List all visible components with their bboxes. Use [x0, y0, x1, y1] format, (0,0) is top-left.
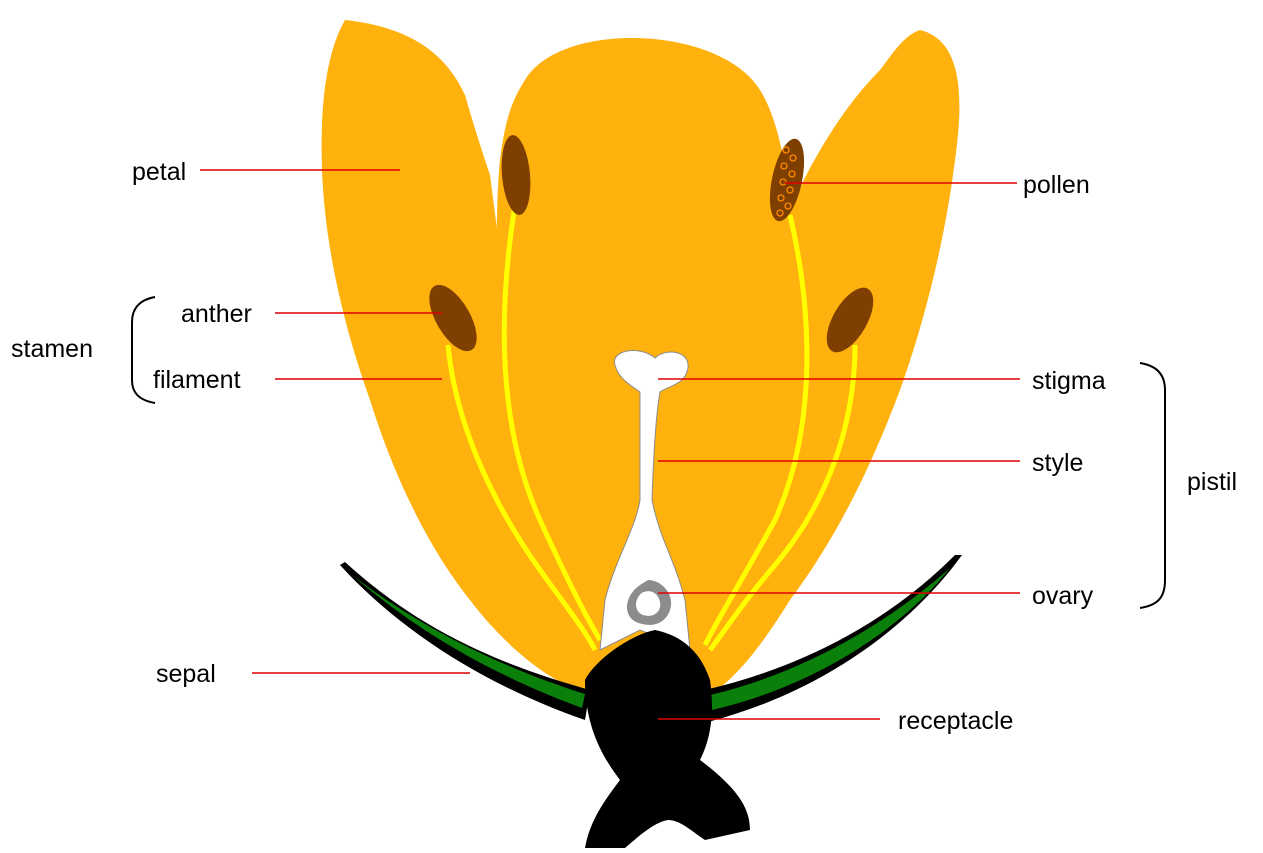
stamen-bracket: [132, 297, 155, 403]
label-sepal: sepal: [156, 660, 216, 688]
pistil-bracket: [1140, 363, 1165, 608]
label-pollen: pollen: [1023, 171, 1090, 199]
label-style: style: [1032, 449, 1083, 477]
label-receptacle: receptacle: [898, 707, 1013, 735]
label-filament: filament: [153, 366, 241, 394]
label-stigma: stigma: [1032, 367, 1106, 395]
label-stamen: stamen: [11, 335, 93, 363]
label-petal: petal: [132, 158, 186, 186]
label-pistil: pistil: [1187, 468, 1237, 496]
label-anther: anther: [181, 300, 252, 328]
label-ovary: ovary: [1032, 582, 1094, 610]
ovule-cavity: [636, 591, 661, 617]
